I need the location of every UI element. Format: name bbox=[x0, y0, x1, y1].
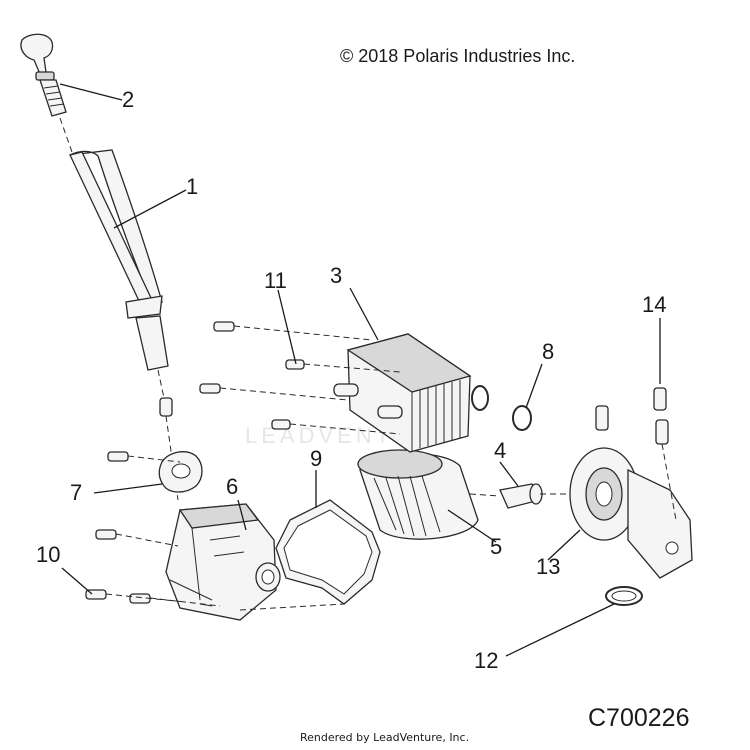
callout-13: 13 bbox=[536, 554, 561, 579]
bolts-part-11 bbox=[199, 321, 401, 435]
o-ring-part-8 bbox=[512, 405, 532, 431]
dipstick-handle bbox=[20, 33, 67, 117]
filter-housing-part-6 bbox=[165, 503, 281, 621]
gasket-part-7 bbox=[158, 451, 203, 493]
oil-cooler-part-3 bbox=[333, 333, 472, 453]
callout-12: 12 bbox=[474, 648, 499, 673]
callout-9: 9 bbox=[310, 446, 323, 471]
callout-1: 1 bbox=[186, 174, 199, 199]
o-ring-cooler bbox=[471, 385, 489, 411]
bolts-part-10 bbox=[85, 451, 345, 611]
rendered-by-credit: Rendered by LeadVenture, Inc. bbox=[300, 731, 470, 744]
callout-10: 10 bbox=[36, 542, 61, 567]
callout-5: 5 bbox=[490, 534, 503, 559]
housing-gasket-part-9 bbox=[275, 499, 381, 605]
callout-8: 8 bbox=[542, 339, 555, 364]
callout-6: 6 bbox=[226, 474, 239, 499]
bolts-part-14 bbox=[595, 387, 677, 521]
callout-leaders bbox=[59, 83, 661, 657]
callout-4: 4 bbox=[494, 438, 507, 463]
clamp-part-12 bbox=[605, 586, 643, 606]
callout-3: 3 bbox=[330, 263, 343, 288]
dipstick-tube bbox=[59, 117, 169, 399]
copyright-notice: © 2018 Polaris Industries Inc. bbox=[340, 46, 576, 66]
callout-11: 11 bbox=[264, 268, 287, 293]
filter-head-part-13 bbox=[569, 447, 693, 579]
callout-2: 2 bbox=[122, 87, 135, 112]
oil-filter-part-5 bbox=[357, 449, 479, 540]
callout-7: 7 bbox=[70, 480, 83, 505]
diagram-code: C700226 bbox=[588, 704, 690, 732]
callout-14: 14 bbox=[642, 292, 667, 317]
